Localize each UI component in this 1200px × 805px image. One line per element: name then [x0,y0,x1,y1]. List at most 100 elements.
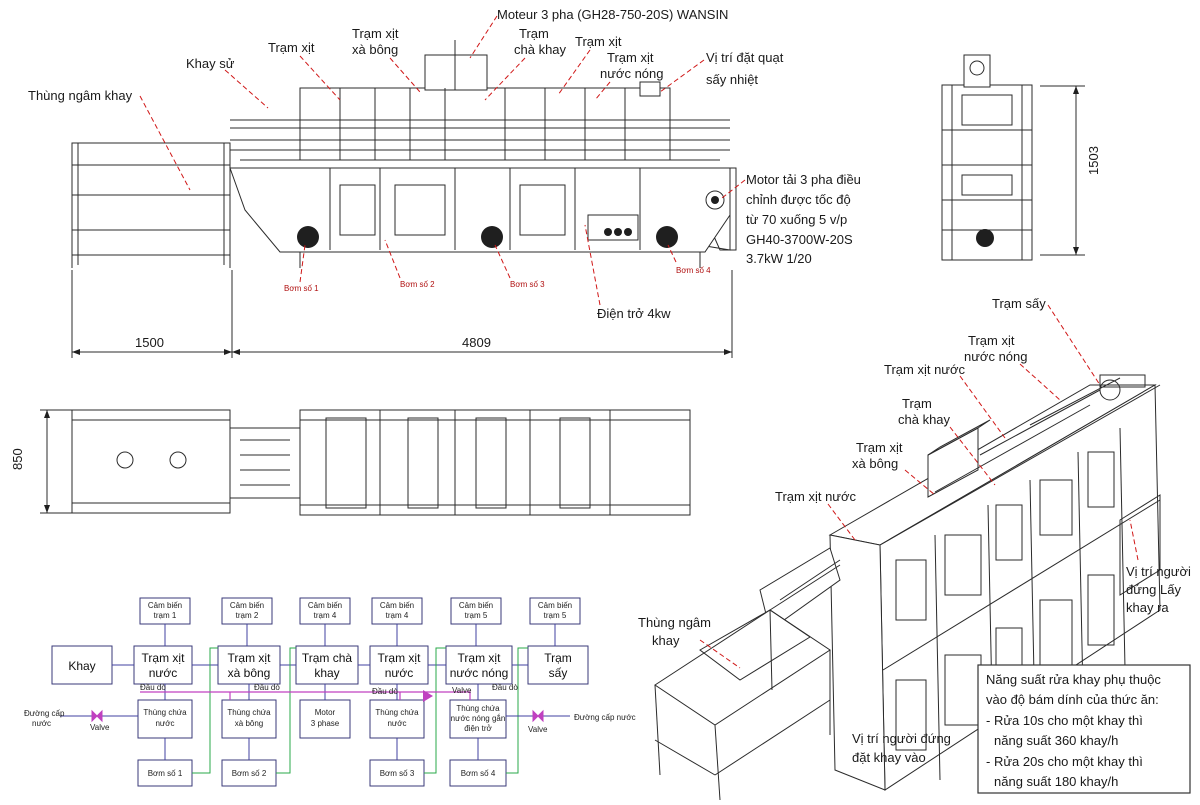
isometric-view: Trạm sấy Trạm xịt nước nóng Trạm xịt nướ… [638,296,1191,801]
sensor-4: Cảm biến trạm 4 [371,597,423,625]
svg-text:điện trở: điện trở [464,724,492,733]
svg-text:Trạm: Trạm [544,651,572,665]
label-iso-xit-nuoc: Trạm xịt nước [884,362,966,377]
svg-text:Cảm biến: Cảm biến [148,601,182,610]
label-khay-su: Khay sử [186,56,235,71]
svg-text:Cảm biến: Cảm biến [380,601,414,610]
svg-text:Khay: Khay [68,659,95,673]
label-motor-tai-1: Motor tải 3 pha điều [746,172,861,187]
label-bom-4: Bơm số 4 [676,266,711,275]
note-line-5: - Rửa 20s cho một khay thì [986,754,1143,769]
station-4: Trạm xịt nước [369,645,429,685]
svg-text:trạm 5: trạm 5 [465,611,488,620]
label-iso-xit-nuoc-2: Trạm xịt nước [775,489,857,504]
pump-2: Bơm số 2 [221,759,277,787]
tank-2: Thùng chứa xà bông [221,699,277,739]
sensor-1: Cảm biến trạm 1 [139,597,191,625]
svg-text:xà bông: xà bông [235,719,263,728]
svg-text:Thùng chứa: Thùng chứa [143,708,187,717]
label-bom-2: Bơm số 2 [400,280,435,289]
label-motor-tai-4: GH40-3700W-20S [746,232,853,247]
label-tram-xit: Trạm xịt [268,40,315,55]
label-iso-cha-2: chà khay [898,412,951,427]
label-iso-nguoi-lay-3: khay ra [1126,600,1169,615]
svg-text:trạm 5: trạm 5 [544,611,567,620]
label-valve-mid: Valve [452,686,472,695]
svg-text:Trạm xịt: Trạm xịt [378,651,422,665]
label-iso-thung-ngam-1: Thùng ngâm [638,615,711,630]
svg-text:Thùng chứa: Thùng chứa [227,708,271,717]
pump-1: Bơm số 1 [137,759,193,787]
label-quat-2: sấy nhiệt [706,72,758,87]
label-tram-xit-xa-bong-1: Trạm xịt [352,26,399,41]
dim-length-4809: 4809 [462,335,491,350]
svg-text:khay: khay [314,666,339,680]
svg-text:Trạm xịt: Trạm xịt [142,651,186,665]
label-motor-tai-2: chỉnh được tốc độ [746,192,851,207]
dim-width-850: 850 [10,448,25,470]
svg-text:Trạm xịt: Trạm xịt [228,651,272,665]
label-bom-3: Bơm số 3 [510,280,545,289]
svg-text:Cảm biến: Cảm biến [230,601,264,610]
svg-text:sấy: sấy [549,666,568,680]
label-iso-xa-bong-2: xà bông [852,456,898,471]
label-tram-xit-2: Trạm xịt [575,34,622,49]
svg-text:Bơm số 1: Bơm số 1 [148,769,183,778]
label-iso-xit-nong-1: Trạm xịt [968,333,1015,348]
label-iso-xit-nong-2: nước nóng [964,349,1028,364]
svg-text:Cảm biến: Cảm biến [538,601,572,610]
label-iso-xa-bong-1: Trạm xịt [856,440,903,455]
svg-text:trạm 1: trạm 1 [154,611,177,620]
station-1: Trạm xịt nước [133,645,193,685]
label-dau-do-2: Đầu dò [254,683,280,692]
svg-text:Bơm số 3: Bơm số 3 [380,769,415,778]
block-khay: Khay [51,645,113,685]
note-line-3: - Rửa 10s cho một khay thì [986,713,1143,728]
svg-text:trạm 4: trạm 4 [314,611,337,620]
label-duong-cap-1: Đường cấp [24,709,65,718]
dim-height-1503: 1503 [1086,146,1101,175]
svg-text:nước: nước [385,666,414,680]
pump-4: Bơm số 4 [449,759,507,787]
note-line-4: năng suất 360 khay/h [994,733,1118,748]
label-motor-tai-5: 3.7kW 1/20 [746,251,812,266]
top-view: 850 [10,409,691,516]
tank-3: Thùng chứa nước [369,699,425,739]
dim-length-1500: 1500 [135,335,164,350]
label-bom-1: Bơm số 1 [284,284,319,293]
note-line-2: vào độ bám dính của thức ăn: [986,692,1159,707]
sensor-5: Cảm biến trạm 5 [450,597,502,625]
label-tram-xit-nong-1: Trạm xịt [607,50,654,65]
svg-text:trạm 2: trạm 2 [236,611,259,620]
svg-text:xà bông: xà bông [228,666,271,680]
block-diagram: Cảm biến trạm 1 Cảm biến trạm 2 Cảm biến… [24,597,636,787]
label-iso-cha-1: Trạm [902,396,932,411]
label-iso-nguoi-lay-1: Vị trí người [1126,564,1191,579]
label-dau-do-1: Đầu dò [140,683,166,692]
label-iso-thung-ngam-2: khay [652,633,680,648]
sensor-3: Cảm biến trạm 4 [299,597,351,625]
svg-text:Bơm số 2: Bơm số 2 [232,769,267,778]
tank-4: Thùng chứa nước nóng gắn điện trở [449,699,507,739]
label-thung-ngam-khay: Thùng ngâm khay [28,88,133,103]
label-valve-left: Valve [90,723,110,732]
svg-text:Cảm biến: Cảm biến [459,601,493,610]
svg-text:Bơm số 4: Bơm số 4 [461,769,496,778]
label-quat-1: Vị trí đặt quạt [706,50,784,65]
side-elevation-view: Thùng ngâm khay Khay sử Trạm xịt Trạm xị… [28,7,861,358]
station-5: Trạm xịt nước nóng [445,645,513,685]
label-motor-tai-3: từ 70 xuống 5 v/p [746,212,847,227]
label-iso-nguoi-lay-2: đứng Lấy [1126,582,1181,597]
svg-text:trạm 4: trạm 4 [386,611,409,620]
capacity-note: Năng suất rửa khay phụ thuộc vào độ bám … [977,664,1191,794]
label-iso-nguoi-dat-2: đặt khay vào [852,750,926,765]
svg-text:nước nóng: nước nóng [450,666,509,680]
svg-text:Cảm biến: Cảm biến [308,601,342,610]
label-dau-do-3: Đầu dò [372,687,398,696]
station-6: Trạm sấy [527,645,589,685]
station-3: Trạm chà khay [295,645,359,685]
station-2: Trạm xịt xà bông [217,645,281,685]
svg-text:nước: nước [149,666,178,680]
svg-text:Thùng chứa: Thùng chứa [375,708,419,717]
